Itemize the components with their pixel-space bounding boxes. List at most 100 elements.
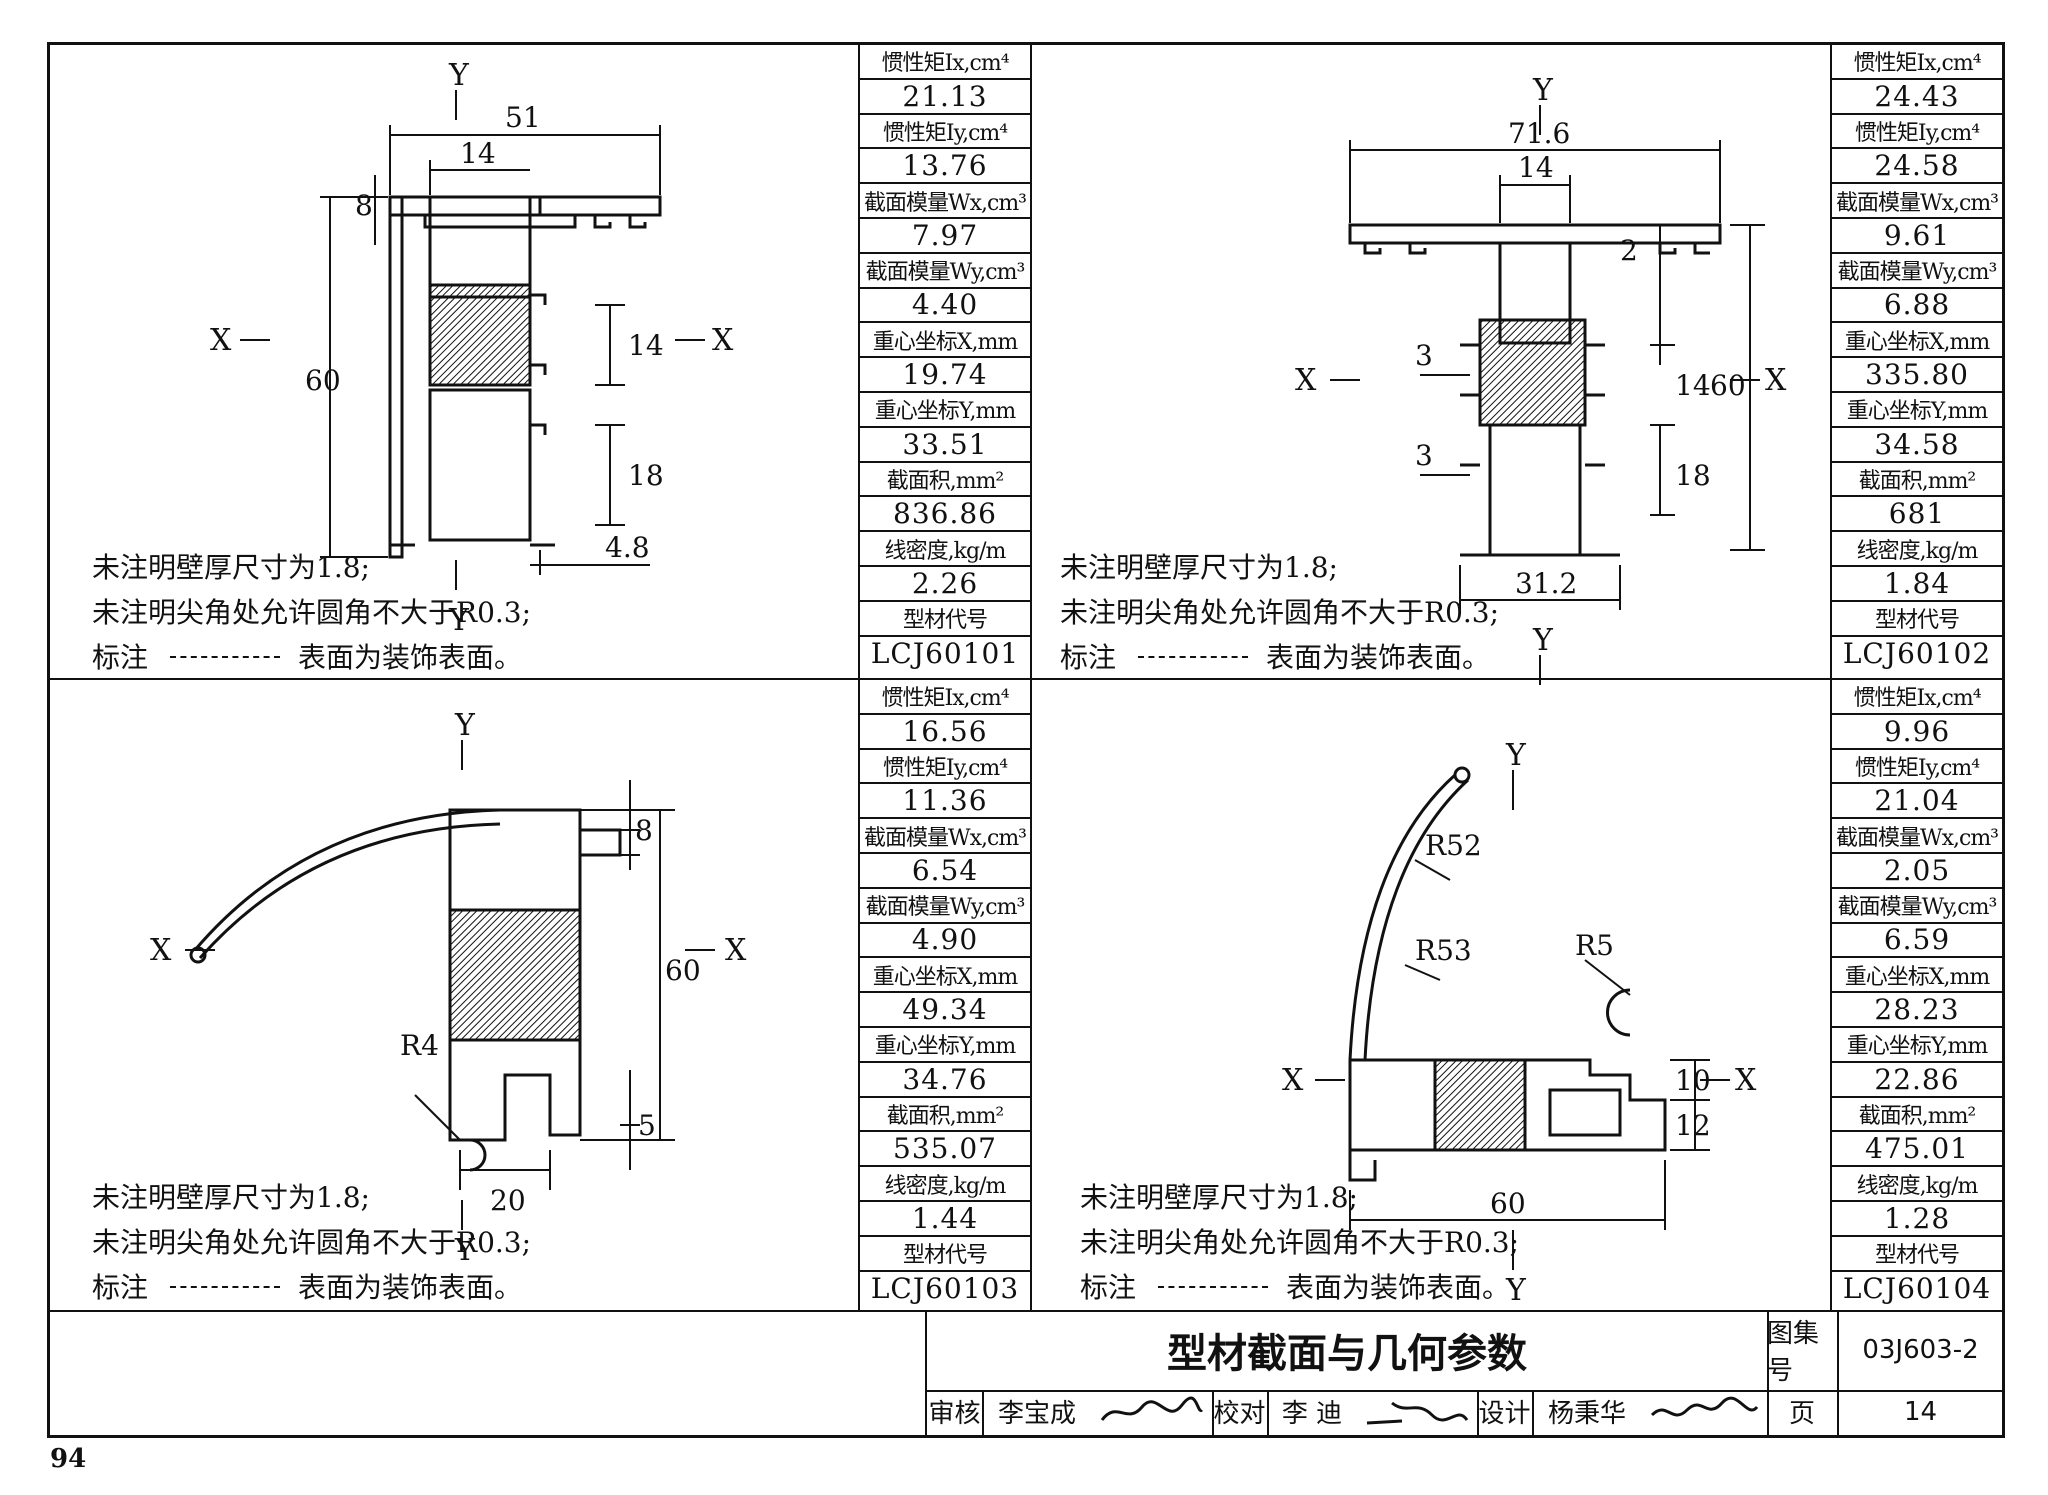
param-value: 535.07 <box>860 1132 1030 1168</box>
x-axis-label: X <box>1295 363 1317 398</box>
param-label: 惯性矩Ix,cm⁴ <box>860 45 1030 80</box>
title-block-divider <box>1477 1390 1479 1435</box>
param-value: 1.84 <box>1832 567 2002 602</box>
param-label: 截面积,mm² <box>1832 1098 2002 1133</box>
dim-label: 71.6 <box>1508 117 1570 150</box>
note-line: 未注明壁厚尺寸为1.8; <box>92 551 370 584</box>
panel-divider-vertical <box>1030 45 1032 1311</box>
param-label: 截面模量Wy,cm³ <box>1832 889 2002 924</box>
dim-label: 3 <box>1415 439 1433 472</box>
x-axis-label: X <box>1282 1063 1304 1098</box>
param-label: 截面模量Wx,cm³ <box>1832 819 2002 854</box>
param-label: 型材代号 <box>860 602 1030 637</box>
check-name: 李 迪 <box>1281 1399 1343 1429</box>
dim-label: 51 <box>505 101 541 134</box>
y-axis-label: Y <box>448 603 470 638</box>
param-label: 线密度,kg/m <box>860 1167 1030 1202</box>
title-block-divider <box>1212 1390 1214 1435</box>
y-axis-label: Y <box>1532 73 1554 108</box>
param-label: 截面模量Wy,cm³ <box>860 254 1030 289</box>
param-label: 重心坐标Y,mm <box>860 393 1030 428</box>
param-label: 截面模量Wx,cm³ <box>860 819 1030 854</box>
note-label: 标注 <box>92 641 149 674</box>
param-label: 惯性矩Iy,cm⁴ <box>860 115 1030 150</box>
dim-label: 20 <box>490 1184 526 1217</box>
y-axis-label: Y <box>448 58 470 93</box>
note-line: 表面为装饰表面。 <box>1286 1271 1511 1304</box>
param-table-4: 惯性矩Ix,cm⁴ 9.96 惯性矩Iy,cm⁴ 21.04 截面模量Wx,cm… <box>1830 680 2002 1310</box>
note-line: 表面为装饰表面。 <box>1266 641 1491 674</box>
profile-drawing-3: Y Y X X 8 60 R4 5 20 <box>150 708 747 1268</box>
design-label: 设计 <box>1478 1399 1531 1429</box>
param-label: 重心坐标X,mm <box>1832 958 2002 994</box>
param-value: 21.13 <box>860 80 1030 115</box>
dim-label: 2 <box>1620 234 1638 267</box>
title-block-top-line <box>50 1310 2002 1312</box>
param-value: 2.26 <box>860 567 1030 602</box>
param-label: 惯性矩Ix,cm⁴ <box>1832 680 2002 715</box>
title-block-divider <box>1837 1310 1839 1435</box>
param-value: 4.40 <box>860 289 1030 324</box>
param-value: 6.88 <box>1832 289 2002 324</box>
dim-label: 18 <box>1675 459 1711 492</box>
param-label: 截面模量Wx,cm³ <box>1832 184 2002 219</box>
param-label: 型材代号 <box>860 1237 1030 1272</box>
param-value: 22.86 <box>1832 1063 2002 1098</box>
page-no: 14 <box>1903 1396 1938 1427</box>
x-axis-label: X <box>1735 1063 1757 1098</box>
param-value: 7.97 <box>860 219 1030 254</box>
notes-3: 未注明壁厚尺寸为1.8; 未注明尖角处允许圆角不大于R0.3; 标注表面为装饰表… <box>92 1175 531 1310</box>
param-value: 475.01 <box>1832 1132 2002 1168</box>
param-value: 9.61 <box>1832 219 2002 254</box>
decorative-line-legend <box>1138 655 1249 658</box>
note-line: 未注明壁厚尺寸为1.8; <box>1060 551 1338 584</box>
param-label: 截面模量Wy,cm³ <box>860 889 1030 924</box>
param-value: LCJ60102 <box>1842 637 1992 671</box>
panel-divider-horizontal <box>50 678 2002 680</box>
title-block: 型材截面与几何参数 图集号 03J603-2 页 14 审核 李宝成 校对 李 … <box>925 1310 2004 1435</box>
dim-label: 12 <box>1675 1109 1711 1142</box>
param-value: LCJ60103 <box>870 1272 1020 1306</box>
param-label: 线密度,kg/m <box>1832 1167 2002 1202</box>
title-block-divider <box>1267 1390 1269 1435</box>
design-name: 杨秉华 <box>1547 1399 1626 1429</box>
note-label: 标注 <box>92 1271 149 1304</box>
profile-drawing-1: Y Y X X 51 14 8 60 14 18 4.8 <box>210 58 734 638</box>
drawing-sheet: 惯性矩Ix,cm⁴ 21.13 惯性矩Iy,cm⁴ 13.76 截面模量Wx,c… <box>47 42 2005 1438</box>
notes-2: 未注明壁厚尺寸为1.8; 未注明尖角处允许圆角不大于R0.3; 标注表面为装饰表… <box>1060 545 1499 680</box>
dim-label: 8 <box>355 189 373 222</box>
param-value: LCJ60104 <box>1842 1272 1992 1306</box>
note-line: 表面为装饰表面。 <box>298 641 523 674</box>
dim-label: 60 <box>665 954 701 987</box>
param-label: 惯性矩Ix,cm⁴ <box>860 680 1030 715</box>
page-number: 94 <box>50 1444 87 1474</box>
dim-label: 10 <box>1675 1064 1711 1097</box>
note-label: 标注 <box>1080 1271 1137 1304</box>
param-value: 49.34 <box>860 993 1030 1028</box>
dim-label: 14 <box>1675 369 1711 402</box>
param-label: 型材代号 <box>1832 602 2002 637</box>
notes-4: 未注明壁厚尺寸为1.8; 未注明尖角处允许圆角不大于R0.3; 标注表面为装饰表… <box>1080 1175 1519 1310</box>
dim-label: 8 <box>635 814 653 847</box>
title-block-divider <box>1767 1310 1769 1435</box>
param-label: 截面模量Wy,cm³ <box>1832 254 2002 289</box>
title-block-divider <box>982 1390 984 1435</box>
param-value: 19.74 <box>860 358 1030 393</box>
param-table-1: 惯性矩Ix,cm⁴ 21.13 惯性矩Iy,cm⁴ 13.76 截面模量Wx,c… <box>858 45 1030 678</box>
check-signature <box>1366 1401 1469 1425</box>
param-value: 24.58 <box>1832 149 2002 185</box>
param-value: 33.51 <box>860 428 1030 463</box>
note-line: 未注明尖角处允许圆角不大于R0.3; <box>1080 1226 1520 1259</box>
param-label: 惯性矩Iy,cm⁴ <box>1832 115 2002 150</box>
param-value: 6.59 <box>1832 924 2002 959</box>
param-table-2: 惯性矩Ix,cm⁴ 24.43 惯性矩Iy,cm⁴ 24.58 截面模量Wx,c… <box>1830 45 2002 678</box>
param-value: 11.36 <box>860 784 1030 820</box>
decorative-line-legend <box>170 1285 281 1288</box>
param-value: 2.05 <box>1832 854 2002 889</box>
param-value: 681 <box>1832 497 2002 533</box>
param-label: 惯性矩Iy,cm⁴ <box>1832 750 2002 785</box>
y-axis-label: Y <box>1505 738 1527 773</box>
y-axis-label: Y <box>1505 1273 1527 1308</box>
atlas-label: 图集号 <box>1767 1319 1820 1386</box>
review-name: 李宝成 <box>997 1399 1076 1429</box>
